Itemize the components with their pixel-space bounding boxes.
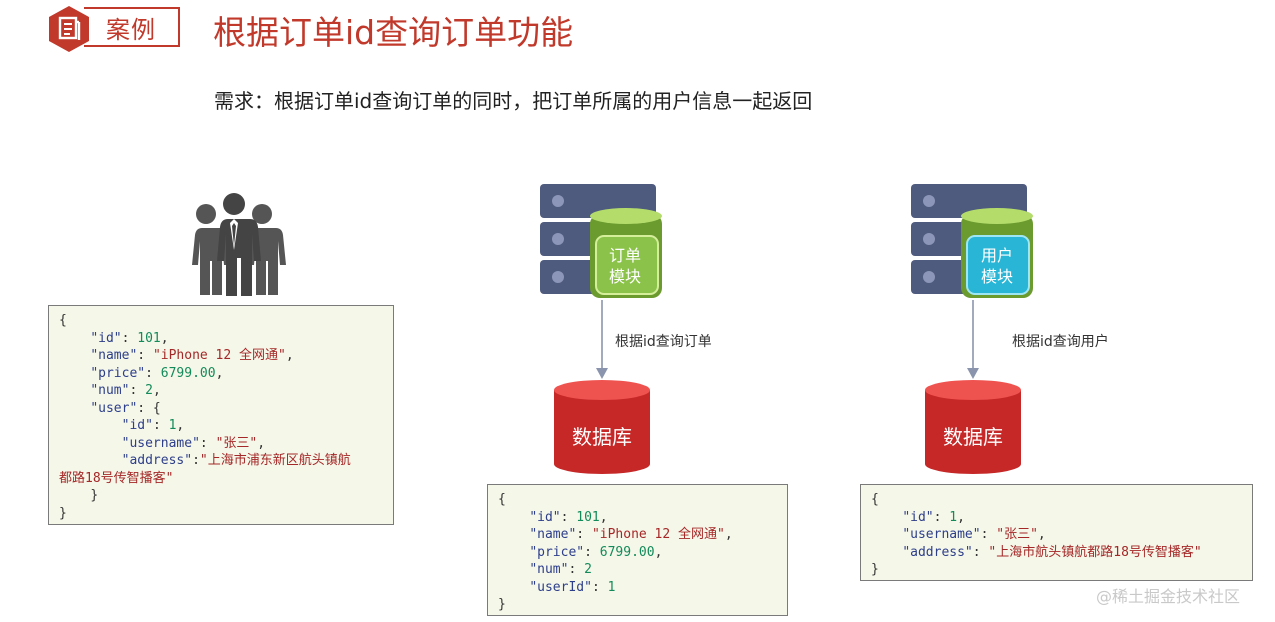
user-module-label-2: 模块 [980,267,1013,286]
user-query-label: 根据id查询用户 [1012,334,1109,350]
order-database-label: 数据库 [572,425,632,449]
database-icon [925,380,1021,474]
order-module-label: 订单 [608,246,641,265]
arrow-down-icon [596,300,608,379]
arrow-down-icon [967,300,979,379]
result-json-box: { "id": 101, "name": "iPhone 12 全网通", "p… [48,305,394,525]
user-module-label: 用户 [980,246,1013,265]
order-query-label: 根据id查询订单 [615,334,712,350]
order-module-label-2: 模块 [608,267,641,286]
order-json-box: { "id": 101, "name": "iPhone 12 全网通", "p… [487,484,788,616]
watermark: @稀土掘金技术社区 [1096,587,1241,606]
user-database-label: 数据库 [943,425,1003,449]
user-json-box: { "id": 1, "username": "张三", "address": … [860,484,1253,581]
users-group-icon [192,193,286,296]
database-icon [554,380,650,474]
document-icon [49,6,89,52]
badge-label: 案例 [106,16,156,44]
requirement-text: 需求：根据订单id查询订单的同时，把订单所属的用户信息一起返回 [214,89,813,113]
badge-frame [84,7,180,47]
page-title: 根据订单id查询订单功能 [213,13,574,52]
order-server-icon [540,184,662,298]
user-server-icon [911,184,1033,298]
